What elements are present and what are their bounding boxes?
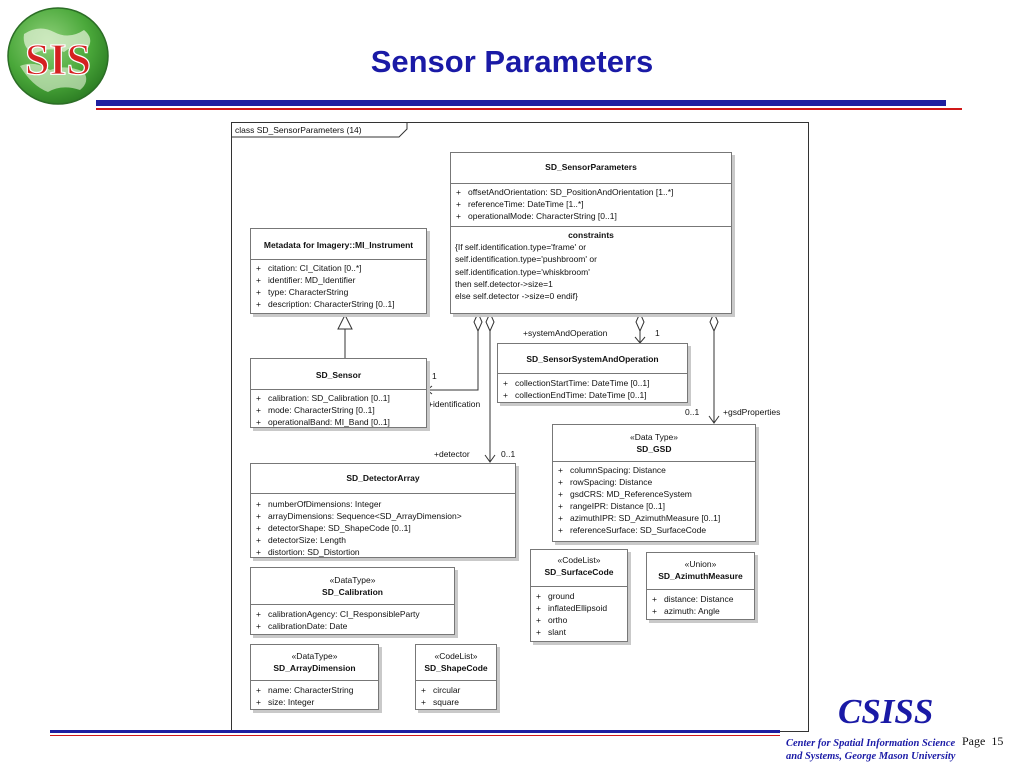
class-stereotype: «CodeList» xyxy=(434,651,478,661)
class-sd-calibration: «DataType» SD_Calibration +calibrationAg… xyxy=(250,567,455,635)
footer-brand: CSISS xyxy=(838,692,934,731)
attribute-row: +detectorShape: SD_ShapeCode [0..1] xyxy=(256,523,411,533)
gsd-role-label: +gsdProperties xyxy=(723,407,781,417)
class-sd-sensor: SD_Sensor +calibration: SD_Calibration [… xyxy=(250,358,427,428)
attribute-row: +azimuth: Angle xyxy=(652,606,720,616)
system-mult-label: 1 xyxy=(655,328,660,338)
class-sd-gsd: «Data Type» SD_GSD +columnSpacing: Dista… xyxy=(552,424,756,542)
footer-bar-blue xyxy=(50,730,780,733)
attribute-row: +distance: Distance xyxy=(652,594,734,604)
class-sd-shape-code: «CodeList» SD_ShapeCode +circular +squar… xyxy=(415,644,497,710)
class-name: SD_DetectorArray xyxy=(346,473,420,483)
attribute-row: +type: CharacterString xyxy=(256,287,349,297)
constraints-header: constraints xyxy=(568,230,614,240)
footer-line-1: Center for Spatial Information Science xyxy=(786,738,956,749)
footer-line-2: and Systems, George Mason University xyxy=(786,751,956,762)
identification-mult-label: 1 xyxy=(432,371,437,381)
attribute-row: +ground xyxy=(536,591,575,601)
attribute-row: +calibrationDate: Date xyxy=(256,621,348,631)
class-stereotype: «DataType» xyxy=(329,575,376,585)
class-sd-azimuth-measure: «Union» SD_AzimuthMeasure +distance: Dis… xyxy=(646,552,755,620)
header-bar-blue xyxy=(96,100,946,106)
attribute-row: +circular xyxy=(421,685,461,695)
class-sd-detector-array: SD_DetectorArray +numberOfDimensions: In… xyxy=(250,463,516,558)
constraint-line: then self.detector->size=1 xyxy=(455,278,553,289)
class-name: SD_SensorParameters xyxy=(545,162,637,172)
attribute-row: +inflatedEllipsoid xyxy=(536,603,608,613)
class-name: SD_SurfaceCode xyxy=(544,567,614,577)
attribute-row: +ortho xyxy=(536,615,568,625)
attribute-row: +size: Integer xyxy=(256,697,315,707)
attribute-row: +square xyxy=(421,697,459,707)
attribute-row: +citation: CI_Citation [0..*] xyxy=(256,263,362,273)
constraint-line: self.identification.type='whiskbroom' xyxy=(455,266,590,277)
constraint-line: self.identification.type='pushbroom' or xyxy=(455,254,597,265)
attribute-row: +description: CharacterString [0..1] xyxy=(256,299,395,309)
attribute-row: +offsetAndOrientation: SD_PositionAndOri… xyxy=(456,187,674,197)
csiss-logo: SIS xyxy=(4,4,112,108)
gsd-mult-label: 0..1 xyxy=(685,407,700,417)
class-name: SD_Sensor xyxy=(315,370,362,380)
attribute-row: +arrayDimensions: Sequence<SD_ArrayDimen… xyxy=(256,511,462,521)
class-name: SD_SensorSystemAndOperation xyxy=(526,354,659,364)
attribute-row: +rangeIPR: Distance [0..1] xyxy=(558,501,665,511)
header-bar-red xyxy=(96,108,962,110)
attribute-row: +slant xyxy=(536,627,566,637)
class-sd-array-dimension: «DataType» SD_ArrayDimension +name: Char… xyxy=(250,644,379,710)
attribute-row: +azimuthIPR: SD_AzimuthMeasure [0..1] xyxy=(558,513,721,523)
attribute-row: +gsdCRS: MD_ReferenceSystem xyxy=(558,489,692,499)
class-name: Metadata for Imagery::MI_Instrument xyxy=(263,240,414,250)
page-value: 15 xyxy=(991,734,1004,748)
class-stereotype: «Data Type» xyxy=(629,432,679,442)
logo-text: SIS xyxy=(25,35,91,84)
attribute-row: +columnSpacing: Distance xyxy=(558,465,666,475)
attribute-row: +calibrationAgency: CI_ResponsibleParty xyxy=(256,609,420,619)
page-label: Page xyxy=(962,734,986,748)
attribute-row: +operationalMode: CharacterString [0..1] xyxy=(456,211,617,221)
class-sd-sensor-parameters: SD_SensorParameters +offsetAndOrientatio… xyxy=(450,152,732,314)
attribute-row: +referenceTime: DateTime [1..*] xyxy=(456,199,584,209)
attribute-row: +identifier: MD_Identifier xyxy=(256,275,356,285)
detector-role-label: +detector xyxy=(434,449,470,459)
attribute-row: +operationalBand: MI_Band [0..1] xyxy=(256,417,390,427)
class-name: SD_AzimuthMeasure xyxy=(658,571,743,581)
slide-title: Sensor Parameters xyxy=(370,44,654,79)
frame-title: class SD_SensorParameters (14) xyxy=(235,125,362,135)
class-name: SD_GSD xyxy=(636,444,672,454)
attribute-row: +collectionEndTime: DateTime [0..1] xyxy=(503,390,647,400)
identification-role-label: +identification xyxy=(428,399,481,409)
page-number: Page 15 xyxy=(962,734,1003,749)
attribute-row: +calibration: SD_Calibration [0..1] xyxy=(256,393,390,403)
attribute-row: +distortion: SD_Distortion xyxy=(256,547,360,557)
frame-title-tab: class SD_SensorParameters (14) xyxy=(231,122,411,138)
class-mi-instrument: Metadata for Imagery::MI_Instrument +cit… xyxy=(250,228,427,314)
attribute-row: +name: CharacterString xyxy=(256,685,354,695)
class-name: SD_ShapeCode xyxy=(424,663,488,673)
class-stereotype: «CodeList» xyxy=(557,555,601,565)
attribute-row: +detectorSize: Length xyxy=(256,535,346,545)
attribute-row: +collectionStartTime: DateTime [0..1] xyxy=(503,378,650,388)
attribute-row: +referenceSurface: SD_SurfaceCode xyxy=(558,525,707,535)
system-role-label: +systemAndOperation xyxy=(523,328,608,338)
class-stereotype: «Union» xyxy=(684,559,717,569)
constraint-line: {If self.identification.type='frame' or xyxy=(455,242,587,252)
attribute-row: +mode: CharacterString [0..1] xyxy=(256,405,375,415)
attribute-row: +numberOfDimensions: Integer xyxy=(256,499,382,509)
class-stereotype: «DataType» xyxy=(291,651,338,661)
class-sd-sensor-system-and-operation: SD_SensorSystemAndOperation +collectionS… xyxy=(497,343,688,403)
footer-bar-red xyxy=(50,735,780,736)
class-name: SD_ArrayDimension xyxy=(273,663,356,673)
globe-logo-icon: SIS xyxy=(7,7,109,105)
class-name: SD_Calibration xyxy=(322,587,383,597)
detector-mult-label: 0..1 xyxy=(501,449,516,459)
constraint-line: else self.detector ->size=0 endif} xyxy=(455,291,578,302)
class-sd-surface-code: «CodeList» SD_SurfaceCode +ground +infla… xyxy=(530,549,628,642)
attribute-row: +rowSpacing: Distance xyxy=(558,477,653,487)
